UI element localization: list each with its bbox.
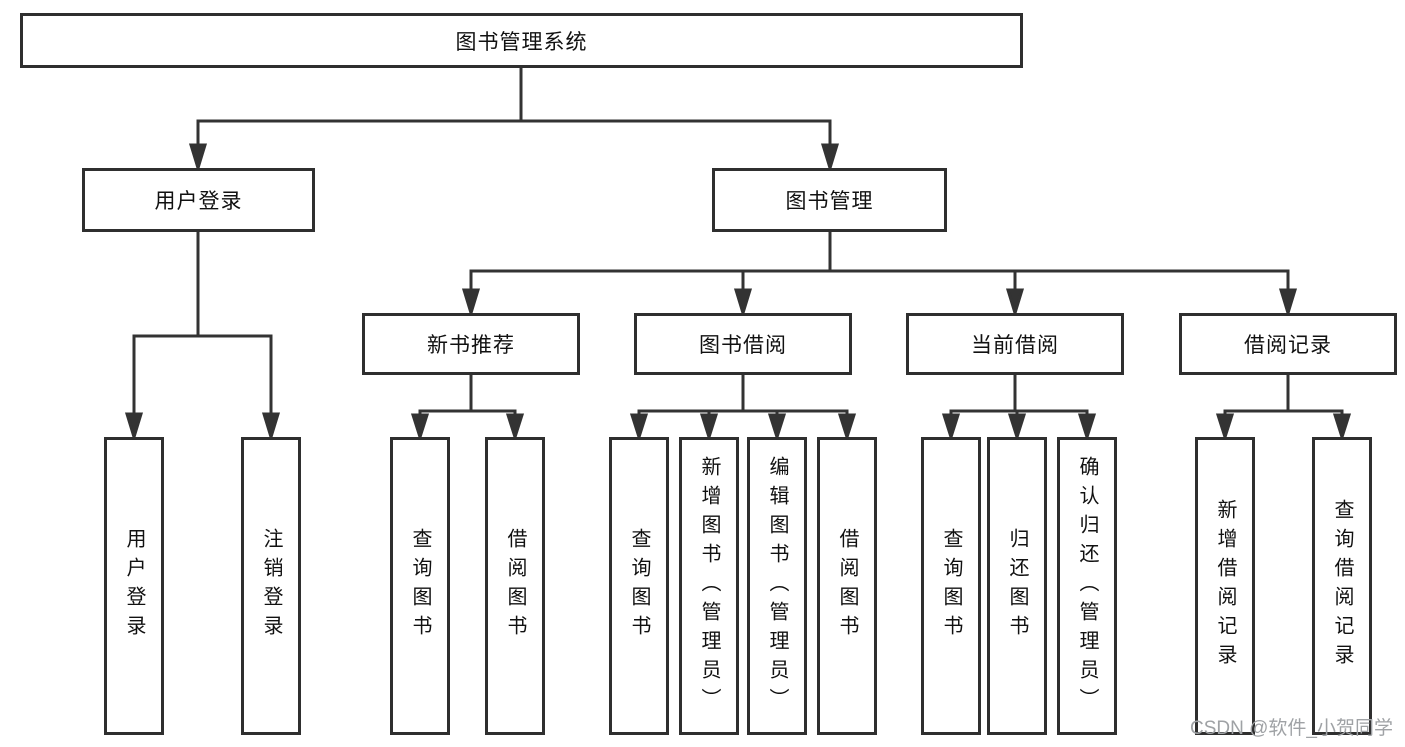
node-label: 图书管理系统 — [455, 30, 588, 54]
node-label: 新书推荐 — [427, 334, 515, 357]
node-label: 当前借阅 — [971, 334, 1059, 357]
leaf-current-return-books: 归还图书 — [987, 437, 1047, 735]
leaf-label: 注销登录 — [260, 528, 282, 644]
node-label: 图书借阅 — [699, 334, 787, 357]
leaf-current-query-books: 查询图书 — [921, 437, 981, 735]
leaf-borrowing-edit-books-admin: 编辑图书（管理员） — [747, 437, 807, 735]
leaf-logout-action: 注销登录 — [241, 437, 301, 735]
node-label: 借阅记录 — [1244, 334, 1332, 357]
leaf-label: 用户登录 — [123, 528, 145, 644]
node-current-borrowing: 当前借阅 — [906, 313, 1124, 375]
leaf-label: 编辑图书（管理员） — [766, 455, 788, 717]
node-library-management-system: 图书管理系统 — [20, 13, 1023, 68]
leaf-label: 查询图书 — [940, 528, 962, 644]
leaf-label: 归还图书 — [1006, 528, 1028, 644]
leaf-borrowing-query-books: 查询图书 — [609, 437, 669, 735]
leaf-recommend-borrow-books: 借阅图书 — [485, 437, 545, 735]
node-book-borrowing: 图书借阅 — [634, 313, 852, 375]
leaf-label: 查询借阅记录 — [1331, 499, 1353, 673]
node-book-management: 图书管理 — [712, 168, 947, 232]
leaf-label: 借阅图书 — [836, 528, 858, 644]
leaf-label: 新增图书（管理员） — [698, 455, 720, 717]
leaf-user-login-action: 用户登录 — [104, 437, 164, 735]
csdn-watermark: CSDN @软件_小贺同学 — [1190, 718, 1393, 739]
leaf-borrowing-borrow-books: 借阅图书 — [817, 437, 877, 735]
leaf-recommend-query-books: 查询图书 — [390, 437, 450, 735]
leaf-label: 确认归还（管理员） — [1076, 455, 1098, 717]
node-user-login: 用户登录 — [82, 168, 315, 232]
leaf-label: 新增借阅记录 — [1214, 499, 1236, 673]
leaf-borrowing-add-books-admin: 新增图书（管理员） — [679, 437, 739, 735]
leaf-label: 借阅图书 — [504, 528, 526, 644]
leaf-records-add-record: 新增借阅记录 — [1195, 437, 1255, 735]
node-borrowing-records: 借阅记录 — [1179, 313, 1397, 375]
node-label: 图书管理 — [785, 190, 874, 213]
node-new-book-recommendation: 新书推荐 — [362, 313, 580, 375]
leaf-records-query-record: 查询借阅记录 — [1312, 437, 1372, 735]
leaf-current-confirm-return-admin: 确认归还（管理员） — [1057, 437, 1117, 735]
leaf-label: 查询图书 — [409, 528, 431, 644]
node-label: 用户登录 — [154, 190, 243, 213]
leaf-label: 查询图书 — [628, 528, 650, 644]
